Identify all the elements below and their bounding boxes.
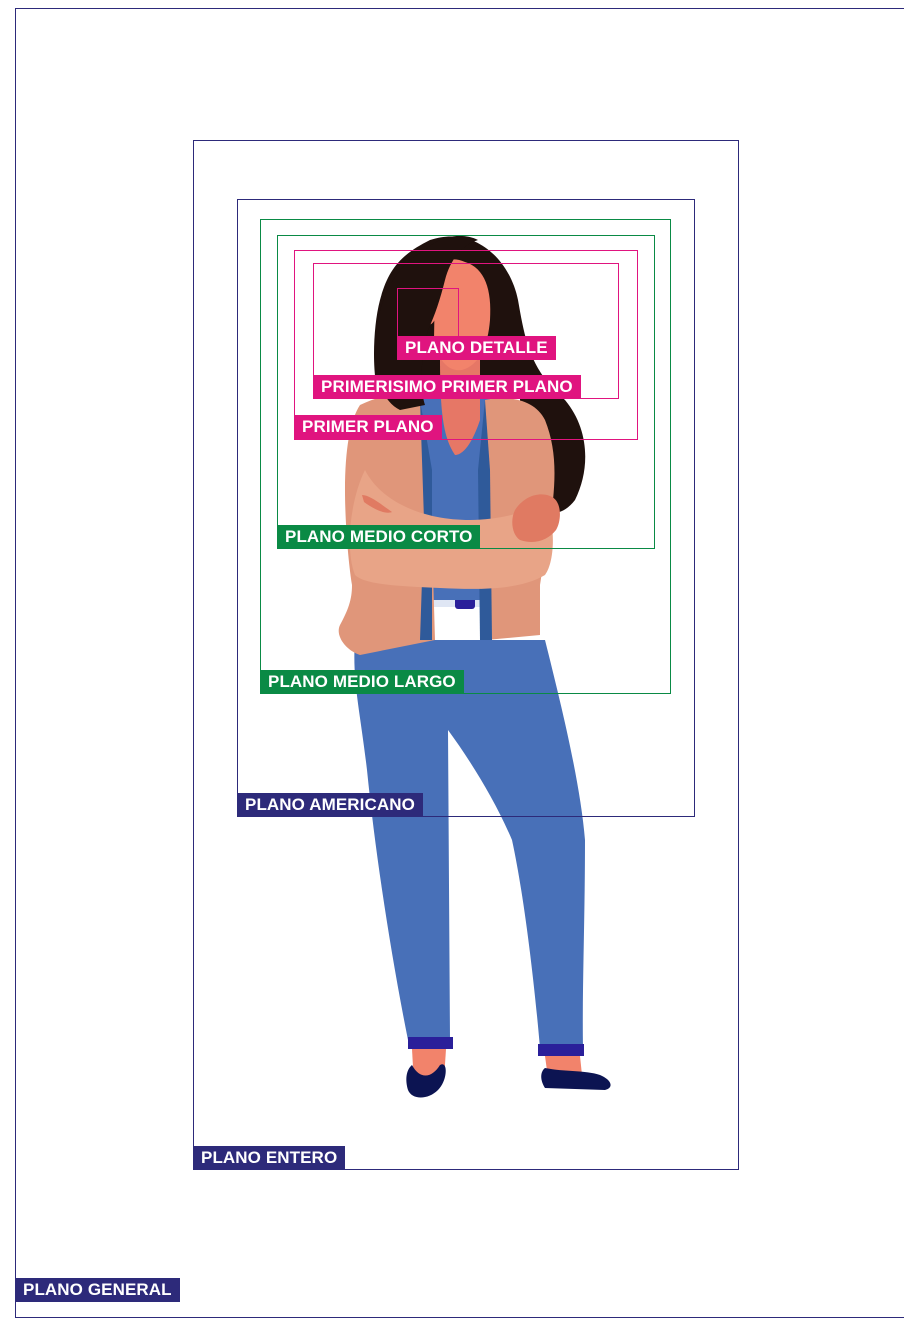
label-plano-medio-corto: PLANO MEDIO CORTO: [277, 525, 480, 549]
label-primerisimo-primer-plano: PRIMERISIMO PRIMER PLANO: [313, 375, 581, 399]
label-primer-plano: PRIMER PLANO: [294, 415, 442, 439]
label-plano-entero: PLANO ENTERO: [193, 1146, 345, 1170]
label-plano-americano: PLANO AMERICANO: [237, 793, 423, 817]
label-plano-medio-largo: PLANO MEDIO LARGO: [260, 670, 464, 694]
label-plano-detalle: PLANO DETALLE: [397, 336, 556, 360]
label-plano-general: PLANO GENERAL: [15, 1278, 180, 1302]
